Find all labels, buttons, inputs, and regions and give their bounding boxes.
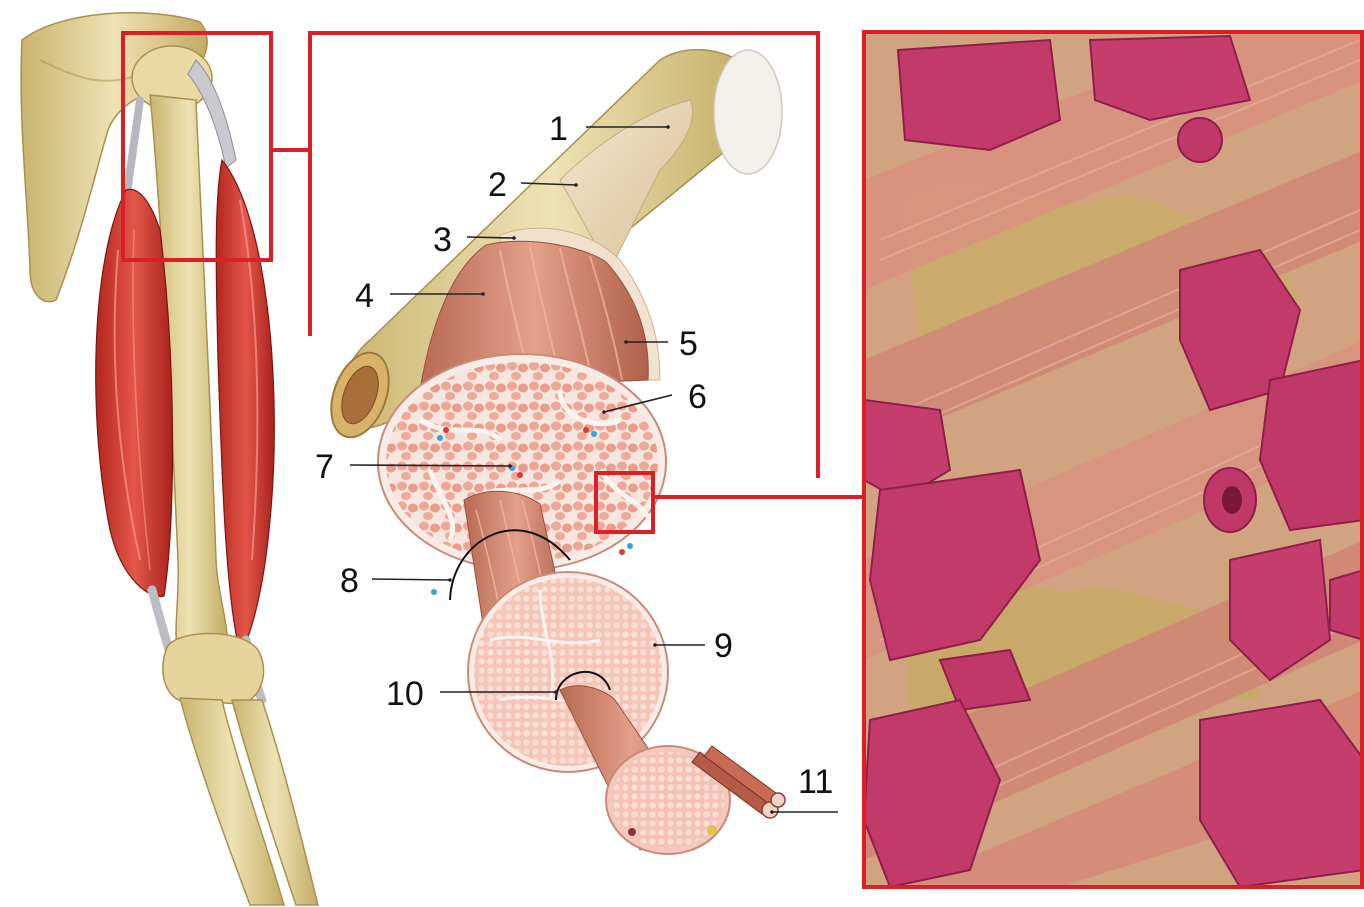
callout-label-5: 5 <box>679 325 698 363</box>
callout-label-2: 2 <box>488 166 507 204</box>
arm-anatomy-illustration <box>21 13 318 905</box>
callout-label-9: 9 <box>714 627 733 665</box>
muscle-layers-cutaway <box>321 50 864 854</box>
callout-label-1: 1 <box>549 110 568 148</box>
bone-end-cap <box>714 50 782 174</box>
muscle-fiber-micrograph <box>864 0 1364 887</box>
callout-label-3: 3 <box>433 221 452 259</box>
callout-label-10: 10 <box>386 675 424 713</box>
elbow-joint <box>163 633 264 704</box>
callout-label-4: 4 <box>355 277 374 315</box>
callout-label-6: 6 <box>688 378 707 416</box>
callout-label-8: 8 <box>340 562 359 600</box>
callout-label-11: 11 <box>798 763 833 801</box>
callout-label-7: 7 <box>315 448 334 486</box>
